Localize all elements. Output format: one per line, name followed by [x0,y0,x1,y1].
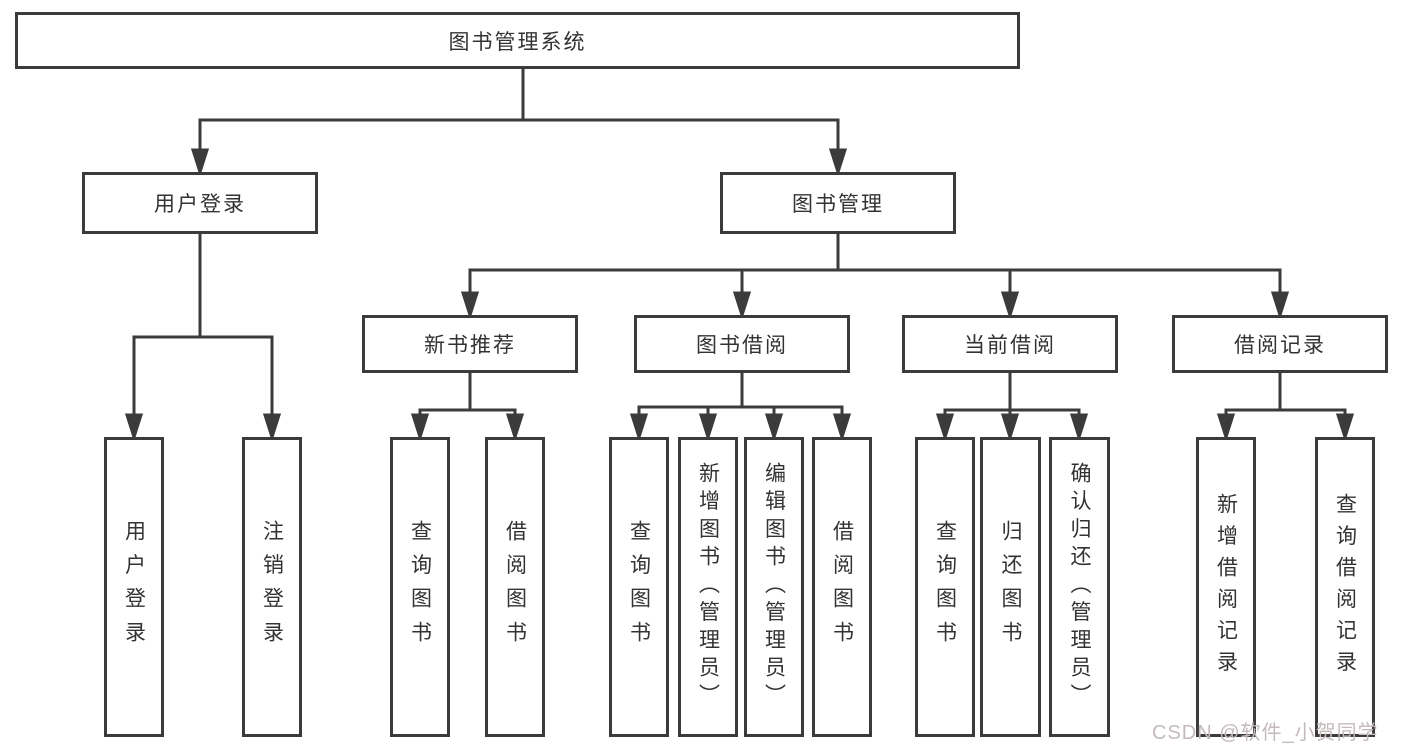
leaf-label: 注销登录 [260,519,284,655]
leaf-add-borrow-record: 新增借阅记录 [1196,437,1256,737]
leaf-label: 归还图书 [999,519,1022,655]
leaf-borrow-books-recommend: 借阅图书 [485,437,545,737]
node-current-borrow: 当前借阅 [902,315,1118,373]
leaf-add-books-admin: 新增图书（管理员） [678,437,738,737]
leaf-query-borrow-record: 查询借阅记录 [1315,437,1375,737]
node-user-login: 用户登录 [82,172,318,234]
node-borrow-records: 借阅记录 [1172,315,1388,373]
leaf-label: 借阅图书 [503,519,527,655]
leaf-edit-books-admin: 编辑图书（管理员） [744,437,804,737]
leaf-query-books-borrow: 查询图书 [609,437,669,737]
leaf-borrow-books: 借阅图书 [812,437,872,737]
leaf-return-books: 归还图书 [980,437,1041,737]
csdn-watermark: CSDN @软件_小贺同学 [1152,722,1379,744]
node-book-borrow: 图书借阅 [634,315,850,373]
leaf-logout: 注销登录 [242,437,302,737]
node-new-book-recommend: 新书推荐 [362,315,578,373]
node-book-management: 图书管理 [720,172,956,234]
node-root: 图书管理系统 [15,12,1020,69]
leaf-label: 查询图书 [933,519,957,655]
leaf-label: 用户登录 [122,519,146,655]
leaf-label: 新增借阅记录 [1214,492,1238,682]
leaf-query-books-current: 查询图书 [915,437,975,737]
leaf-label: 编辑图书（管理员） [762,462,786,712]
leaf-user-login: 用户登录 [104,437,164,737]
leaf-label: 查询借阅记录 [1333,492,1357,682]
leaf-label: 借阅图书 [830,519,854,655]
leaf-label: 确认归还（管理员） [1068,462,1091,712]
leaf-query-books-recommend: 查询图书 [390,437,450,737]
leaf-label: 新增图书（管理员） [696,462,720,712]
leaf-confirm-return-admin: 确认归还（管理员） [1049,437,1110,737]
leaf-label: 查询图书 [627,519,651,655]
leaf-label: 查询图书 [408,519,432,655]
